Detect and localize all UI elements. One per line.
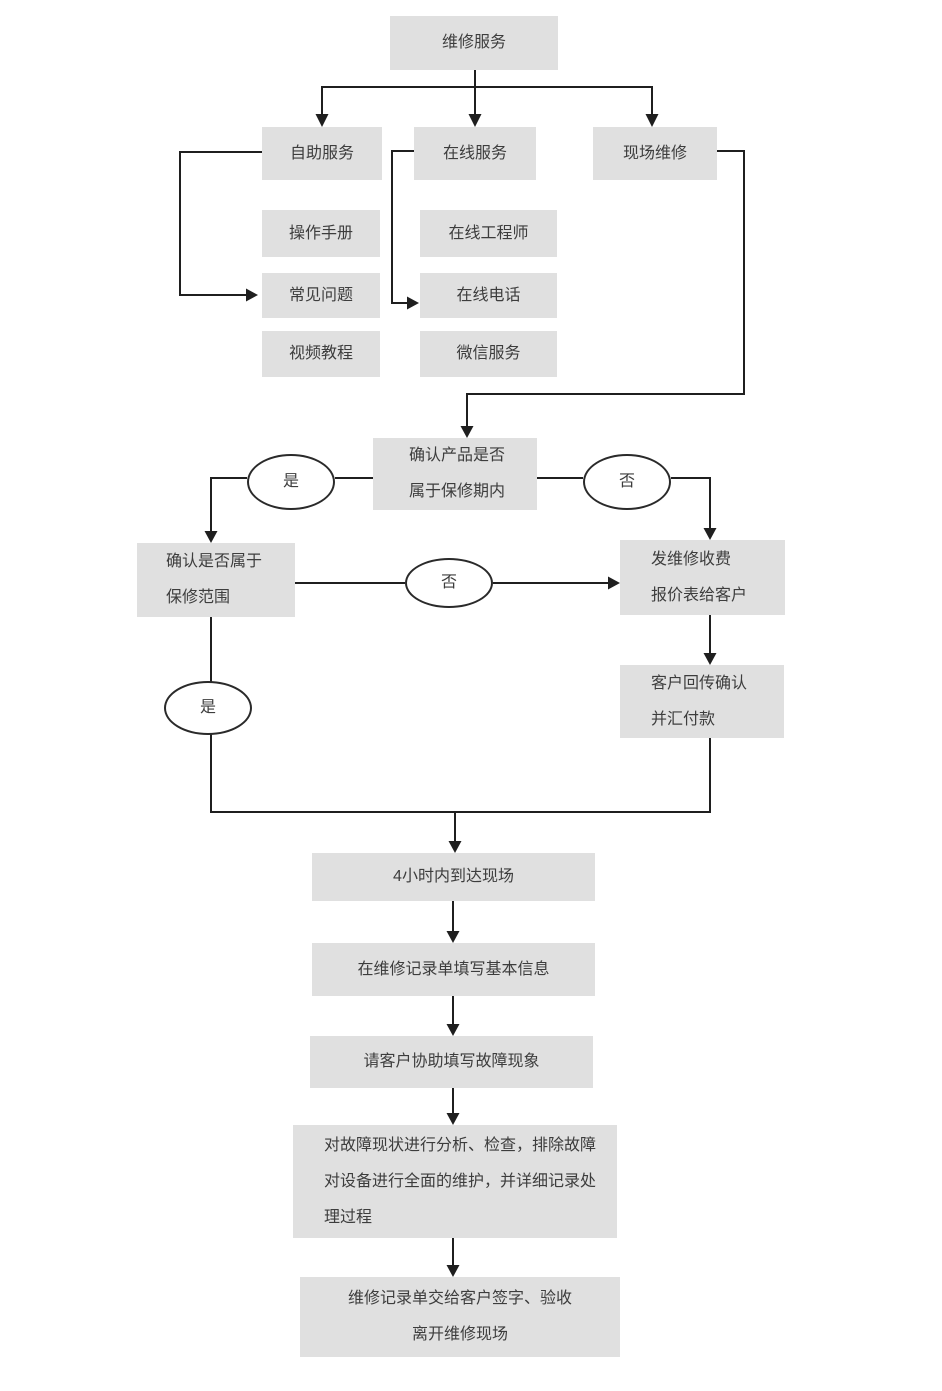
connector-no-top-to-quotation	[671, 477, 711, 529]
decision-yes-bottom-label: 是	[199, 699, 216, 716]
node-send-quotation-line2: 报价表给客户	[651, 586, 748, 604]
arrowhead	[645, 114, 659, 127]
node-online-phone-label: 在线电话	[456, 286, 521, 304]
node-online-phone: 在线电话	[420, 273, 557, 318]
node-fill-basic-info: 在维修记录单填写基本信息	[312, 943, 595, 996]
arrowhead	[468, 114, 482, 127]
node-check-warranty-scope: 确认是否属于 保修范围	[137, 543, 295, 617]
node-arrive-4h-label: 4小时内到达现场	[393, 868, 514, 885]
node-sign-and-leave: 维修记录单交给客户签字、验收 离开维修现场	[300, 1277, 620, 1357]
node-customer-confirm-payment: 客户回传确认 并汇付款	[620, 665, 784, 738]
arrowhead	[407, 296, 419, 310]
node-online-service-label: 在线服务	[442, 144, 507, 162]
arrowhead	[608, 576, 620, 590]
arrowhead	[446, 1024, 460, 1036]
node-arrive-4h: 4小时内到达现场	[312, 853, 595, 901]
arrowhead	[246, 288, 258, 302]
node-online-service: 在线服务	[414, 127, 536, 180]
node-analyze-fault: 对故障现状进行分析、检查，排除故障 对设备进行全面的维护，并详细记录处 理过程	[293, 1125, 617, 1238]
arrowhead	[204, 531, 218, 543]
node-customer-fill-fault: 请客户协助填写故障现象	[310, 1036, 593, 1088]
node-check-warranty-period: 确认产品是否 属于保修期内	[373, 438, 537, 510]
connector-onsite-to-check-warranty	[466, 150, 745, 427]
node-video-tutorial: 视频教程	[262, 331, 380, 377]
decision-no-top: 否	[583, 454, 671, 510]
node-repair-service-label: 维修服务	[441, 34, 506, 51]
node-operation-manual: 操作手册	[262, 210, 380, 257]
node-check-warranty-scope-line1: 确认是否属于	[166, 553, 263, 570]
node-sign-and-leave-line2: 离开维修现场	[411, 1326, 508, 1343]
node-analyze-fault-line3: 理过程	[324, 1208, 373, 1226]
arrowhead	[460, 426, 474, 438]
node-customer-confirm-payment-line1: 客户回传确认	[651, 674, 748, 692]
node-faq-label: 常见问题	[288, 286, 353, 304]
decision-no-top-label: 否	[618, 473, 635, 490]
decision-yes-top: 是	[247, 454, 335, 510]
node-online-engineer-label: 在线工程师	[448, 224, 529, 242]
node-check-warranty-scope-line2: 保修范围	[166, 589, 231, 606]
connector-yes-top-to-scope	[210, 477, 247, 532]
arrowhead	[446, 931, 460, 943]
arrowhead	[703, 653, 717, 665]
node-video-tutorial-label: 视频教程	[288, 345, 353, 362]
node-customer-confirm-payment-line2: 并汇付款	[651, 710, 716, 728]
node-send-quotation: 发维修收费 报价表给客户	[620, 540, 785, 615]
arrowhead	[446, 1265, 460, 1277]
node-customer-fill-fault-label: 请客户协助填写故障现象	[363, 1053, 540, 1070]
node-check-warranty-period-line1: 确认产品是否	[409, 447, 506, 464]
node-self-service: 自助服务	[262, 127, 382, 180]
node-check-warranty-period-line2: 属于保修期内	[409, 483, 506, 500]
node-analyze-fault-line1: 对故障现状进行分析、检查，排除故障	[324, 1136, 597, 1154]
node-operation-manual-label: 操作手册	[288, 224, 353, 242]
arrowhead	[315, 114, 329, 127]
node-fill-basic-info-label: 在维修记录单填写基本信息	[357, 960, 550, 978]
decision-no-mid-label: 否	[440, 574, 457, 591]
node-online-engineer: 在线工程师	[420, 210, 557, 257]
node-faq: 常见问题	[262, 273, 380, 318]
arrowhead	[703, 528, 717, 540]
node-onsite-repair-label: 现场维修	[622, 144, 687, 162]
connector-self-service-bracket	[179, 151, 262, 296]
connector-online-service-bracket	[391, 150, 414, 304]
decision-yes-bottom: 是	[164, 681, 252, 735]
node-send-quotation-line1: 发维修收费	[651, 550, 732, 568]
node-wechat-service-label: 微信服务	[456, 345, 521, 362]
node-sign-and-leave-line1: 维修记录单交给客户签字、验收	[347, 1290, 572, 1307]
arrowhead	[446, 1113, 460, 1125]
node-repair-service: 维修服务	[390, 16, 558, 70]
decision-yes-top-label: 是	[282, 473, 299, 490]
arrowhead	[448, 841, 462, 853]
node-wechat-service: 微信服务	[420, 331, 557, 377]
node-onsite-repair: 现场维修	[593, 127, 717, 180]
node-self-service-label: 自助服务	[289, 144, 354, 162]
decision-no-mid: 否	[405, 558, 493, 608]
node-analyze-fault-line2: 对设备进行全面的维护，并详细记录处	[324, 1172, 597, 1190]
